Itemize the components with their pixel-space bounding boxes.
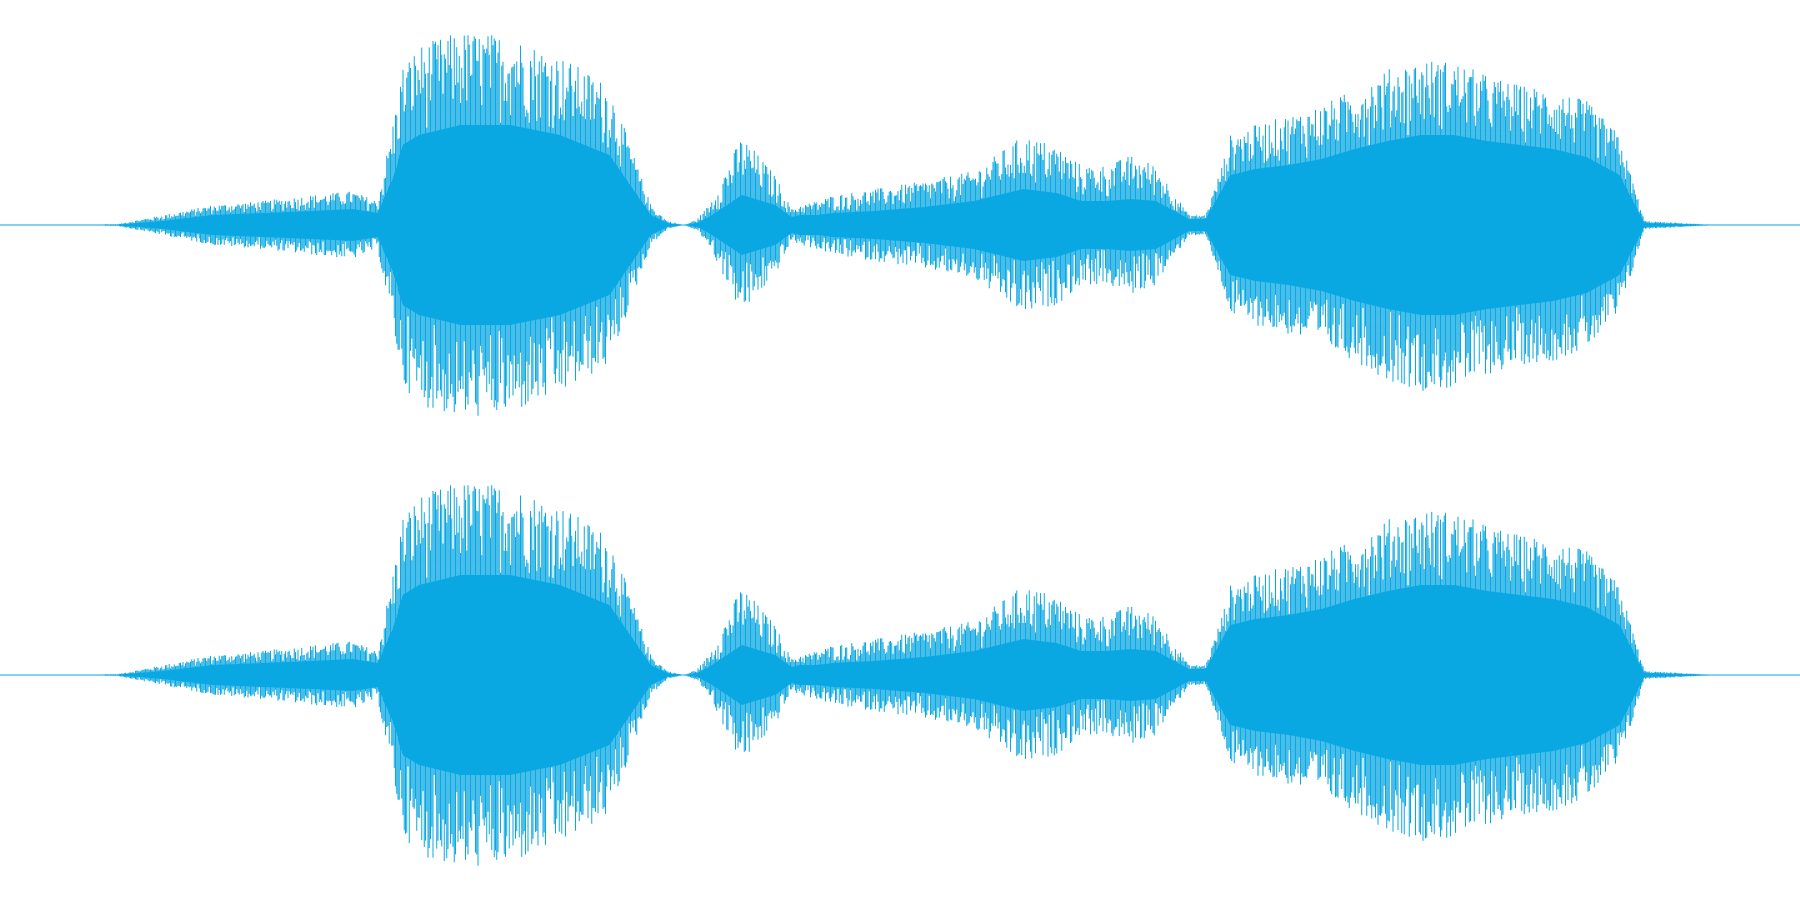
channel-1-waveform [0, 35, 1800, 416]
channel-1-peaks [66, 35, 1718, 416]
channel-2-waveform [0, 485, 1800, 866]
channel-2-peaks [66, 485, 1718, 866]
